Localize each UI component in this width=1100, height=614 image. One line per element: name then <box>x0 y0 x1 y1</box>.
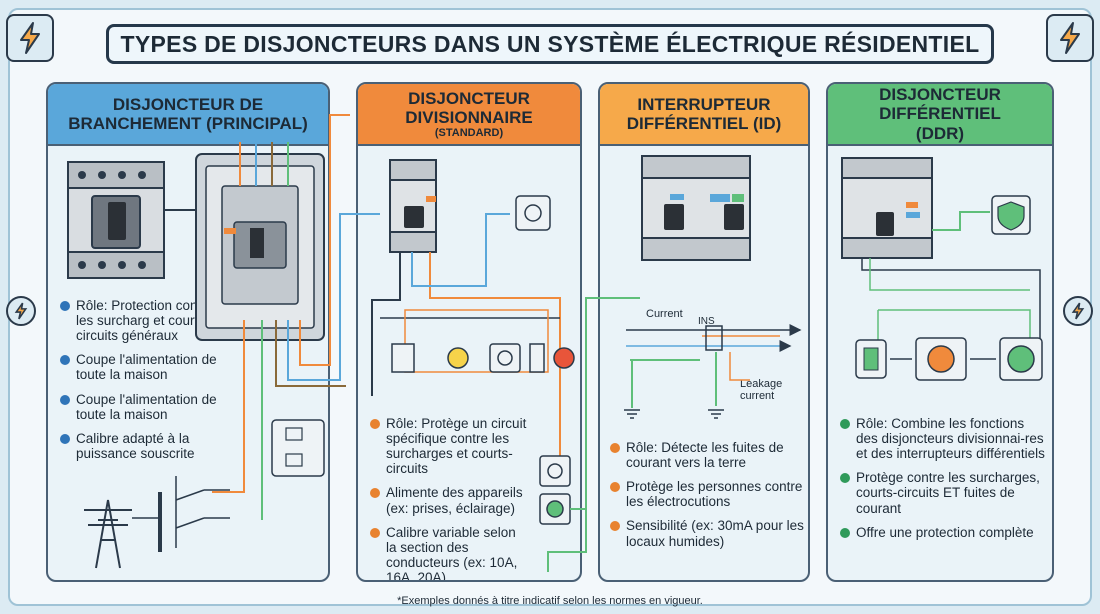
panel-divisional-title: DISJONCTEUR DIVISIONNAIRE <box>405 88 533 127</box>
list-item: Coupe l'alimentation de toute la maison <box>60 392 230 422</box>
transformer-label: INS <box>698 316 715 327</box>
lightning-icon-top-right <box>1046 14 1094 62</box>
list-item: Protège les personnes contre les électro… <box>610 479 806 509</box>
leakage-current-label: Leakage current <box>740 378 783 403</box>
panel-rcbo-title: DISJONCTEUR DIFFÉRENTIEL (DDR) <box>879 85 1001 143</box>
list-item: Sensibilité (ex: 30mA pour les locaux hu… <box>610 518 806 549</box>
list-item: Rôle: Détecte les fuites de courant vers… <box>610 440 806 470</box>
panel-divisional-subtitle: (STANDARD) <box>434 126 504 139</box>
list-item: Coupe l'alimentation de toute la maison <box>60 352 230 382</box>
list-item: Calibre adapté à la puissance souscrite <box>60 431 230 461</box>
list-item: Rôle: Combine les fonctions des disjonct… <box>840 416 1048 461</box>
panel-differential-switch-title: INTERRUPTEUR DIFFÉRENTIEL (ID) <box>626 94 782 133</box>
list-item: Alimente des appareils (ex: prises, écla… <box>370 485 530 516</box>
panel-rcbo: DISJONCTEUR DIFFÉRENTIEL (DDR) Rôle: Com… <box>826 82 1054 582</box>
panel-divisional-breaker: DISJONCTEUR DIVISIONNAIRE (STANDARD) Rôl… <box>356 82 582 582</box>
lightning-icon-right <box>1063 296 1093 326</box>
panel-divisional-header: DISJONCTEUR DIVISIONNAIRE (STANDARD) <box>358 84 580 146</box>
lightning-icon-top-left <box>6 14 54 62</box>
list-item: Rôle: Protection contre les surcharg et … <box>60 298 230 343</box>
panel-differential-switch-bullets: Rôle: Détecte les fuites de courant vers… <box>610 440 806 558</box>
panel-differential-switch: INTERRUPTEUR DIFFÉRENTIEL (ID) Rôle: Dét… <box>598 82 810 582</box>
panel-rcbo-header: DISJONCTEUR DIFFÉRENTIEL (DDR) <box>828 84 1052 146</box>
current-label: Current <box>646 308 683 320</box>
footnote: *Exemples donnés à titre indicatif selon… <box>397 595 703 607</box>
page-title: TYPES DE DISJONCTEURS DANS UN SYSTÈME ÉL… <box>106 24 994 64</box>
panel-main-breaker-title: DISJONCTEUR DE BRANCHEMENT (PRINCIPAL) <box>68 94 308 133</box>
lightning-icon-left <box>6 296 36 326</box>
list-item: Rôle: Protège un circuit spécifique cont… <box>370 416 530 476</box>
panel-rcbo-bullets: Rôle: Combine les fonctions des disjonct… <box>840 416 1048 549</box>
panel-main-breaker-bullets: Rôle: Protection contre les surcharg et … <box>60 298 230 470</box>
panel-divisional-bullets: Rôle: Protège un circuit spécifique cont… <box>370 416 530 580</box>
list-item: Offre une protection complète <box>840 525 1048 540</box>
panel-main-breaker: DISJONCTEUR DE BRANCHEMENT (PRINCIPAL) R… <box>46 82 330 582</box>
list-item: Protège contre les surcharges, courts-ci… <box>840 470 1048 516</box>
list-item: Calibre variable selon la section des co… <box>370 525 530 580</box>
panel-main-breaker-header: DISJONCTEUR DE BRANCHEMENT (PRINCIPAL) <box>48 84 328 146</box>
panel-differential-switch-header: INTERRUPTEUR DIFFÉRENTIEL (ID) <box>600 84 808 146</box>
